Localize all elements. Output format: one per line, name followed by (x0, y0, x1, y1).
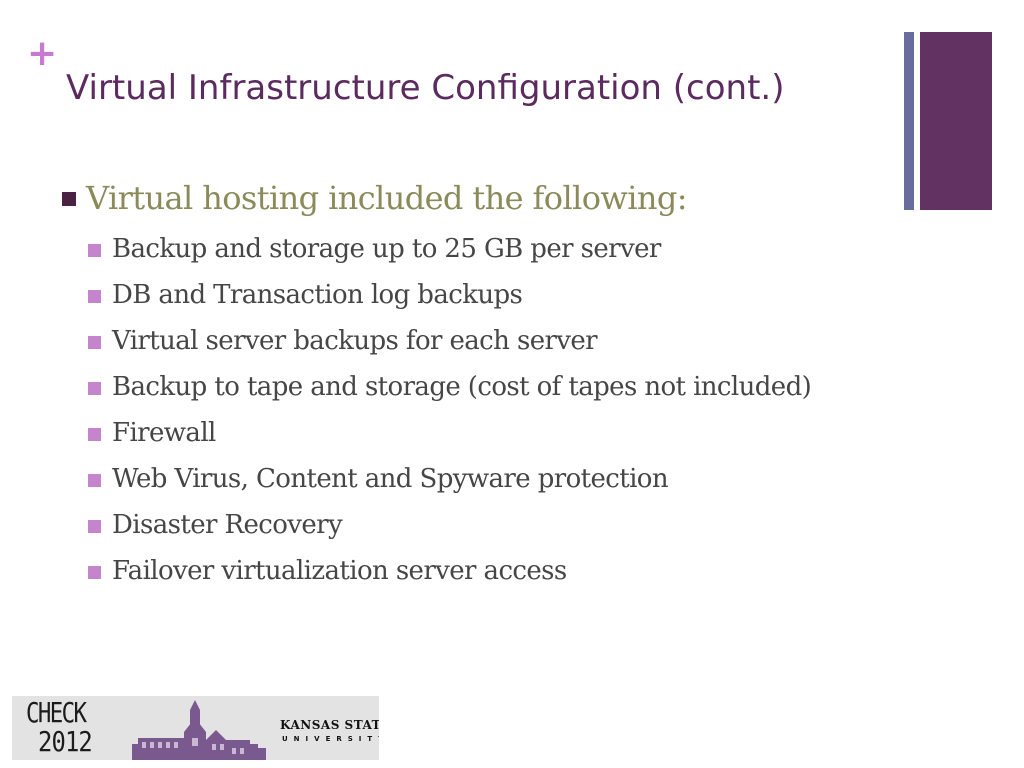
logo-university-name: KANSAS STATE (280, 718, 379, 732)
sub-bullet-text: Disaster Recovery (112, 510, 343, 540)
decorative-bar-thick (920, 32, 992, 210)
sub-bullet-text: DB and Transaction log backups (112, 280, 523, 310)
sub-bullet-text: Backup and storage up to 25 GB per serve… (112, 234, 661, 264)
sub-bullet-item: Disaster Recovery (88, 502, 811, 548)
sub-bullet-item: DB and Transaction log backups (88, 272, 811, 318)
sub-bullet-item: Firewall (88, 410, 811, 456)
sub-bullet-text: Failover virtualization server access (112, 556, 567, 586)
slide-title: Virtual Infrastructure Configuration (co… (66, 68, 785, 108)
sub-bullet-list: Backup and storage up to 25 GB per serve… (88, 226, 812, 594)
square-bullet-icon (88, 244, 101, 257)
sub-bullet-item: Web Virus, Content and Spyware protectio… (88, 456, 811, 502)
logo-check-text: CHECK (26, 696, 87, 729)
square-bullet-icon (88, 382, 101, 395)
sub-bullet-text: Web Virus, Content and Spyware protectio… (112, 464, 669, 494)
logo-university-word: UNIVERSITY (282, 735, 379, 743)
main-bullet-text: Virtual hosting included the following: (86, 179, 688, 217)
sub-bullet-text: Backup to tape and storage (cost of tape… (112, 372, 812, 402)
sub-bullet-item: Failover virtualization server access (88, 548, 811, 594)
sub-bullet-text: Firewall (112, 418, 216, 448)
sub-bullet-item: Virtual server backups for each server (88, 318, 811, 364)
main-bullet: Virtual hosting included the following: (62, 176, 688, 220)
square-bullet-icon (88, 290, 101, 303)
square-bullet-icon (88, 520, 101, 533)
square-bullet-icon (88, 336, 101, 349)
check-2012-logo: CHECK 2012 KANSAS STATE UNIVERSITY (12, 696, 379, 760)
square-bullet-icon (88, 474, 101, 487)
sub-bullet-item: Backup and storage up to 25 GB per serve… (88, 226, 811, 272)
sub-bullet-item: Backup to tape and storage (cost of tape… (88, 364, 812, 410)
campus-building-icon (132, 700, 266, 760)
logo-year-text: 2012 (38, 725, 93, 758)
square-bullet-icon (88, 566, 101, 579)
square-bullet-icon (88, 428, 101, 441)
decorative-bar-thin (904, 32, 914, 210)
plus-mark: + (27, 33, 58, 74)
square-bullet-icon (62, 192, 76, 206)
sub-bullet-text: Virtual server backups for each server (112, 326, 598, 356)
